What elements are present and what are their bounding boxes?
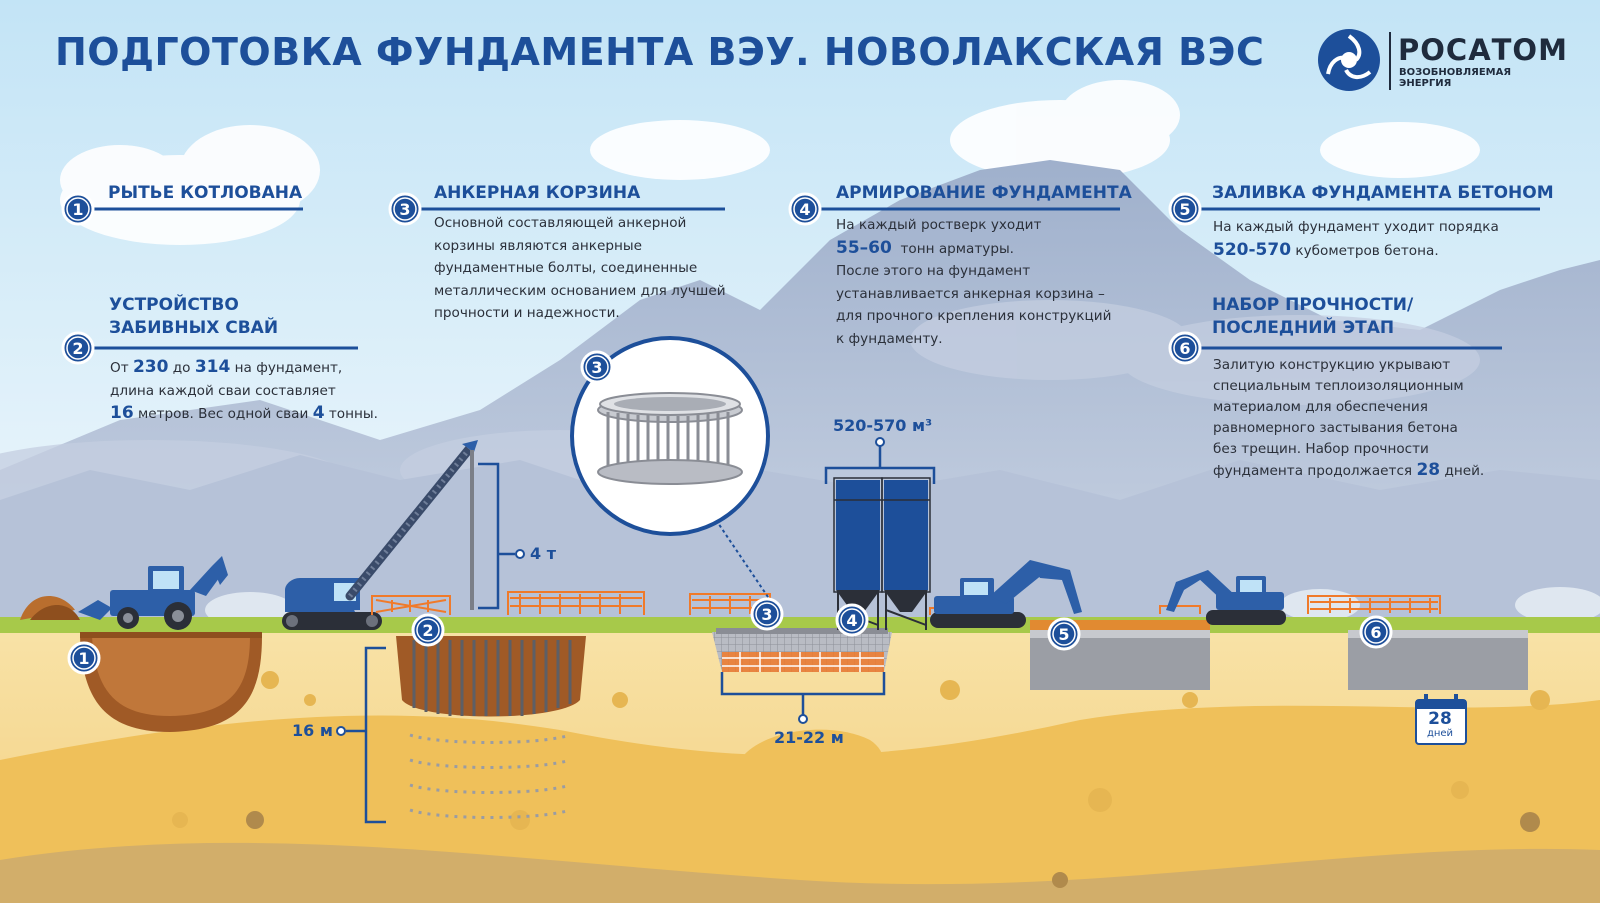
step-1-heading: РЫТЬЕ КОТЛОВАНА [108,183,303,203]
pile-depth-label: 16 м [292,721,333,740]
scene-marker-6: 6 [1370,623,1381,642]
calendar-days-label: дней [1426,728,1454,739]
foundation-width-label: 21-22 м [774,728,844,747]
step-6-heading: НАБОР ПРОЧНОСТИ/ПОСЛЕДНИЙ ЭТАП [1212,295,1414,338]
step-2-badge: 2 [72,339,83,358]
clouds [60,80,1480,245]
page-title: ПОДГОТОВКА ФУНДАМЕНТА ВЭУ. НОВОЛАКСКАЯ В… [55,30,1265,74]
calendar-icon [1415,694,1467,745]
scene-marker-1: 1 [78,649,89,668]
concrete-volume-label: 520-570 м³ [833,416,933,435]
scene-marker-3: 3 [761,605,772,624]
piles [412,640,572,716]
step-badges: 1 2 3 4 5 6 1 2 3 4 5 6 3 [61,192,1393,675]
step-4-badge: 4 [799,200,810,219]
soil-bottom [0,842,1600,903]
concrete-pad-6 [1348,630,1528,690]
scene-marker-4: 4 [846,611,857,630]
concrete-silos [833,477,931,630]
excavator-5 [930,560,1082,628]
excavation-site [20,596,262,732]
backhoe-loader [78,556,228,630]
pile-driver [282,440,478,630]
step-5-body: На каждый фундамент уходит порядка 520-5… [1213,219,1499,260]
heading-underlines [78,207,1540,350]
step-1-badge: 1 [72,200,83,219]
step-4-body: На каждый ростверк уходит 55–60 тонн арм… [836,217,1112,347]
step-3-badge: 3 [399,200,410,219]
anchor-basket-zoom [570,336,770,536]
soil-stones [172,671,1550,830]
scene-marker-2: 2 [422,621,433,640]
step-6-badge: 6 [1179,339,1190,358]
excavator-6 [1166,570,1286,625]
step-4-heading: АРМИРОВАНИЕ ФУНДАМЕНТА [836,183,1132,203]
rosatom-logo-icon [1318,29,1391,91]
pile-weight-label: 4 т [530,544,556,563]
step-3-heading: АНКЕРНАЯ КОРЗИНА [434,183,641,203]
pile-pit [396,636,586,819]
calendar-days-number: 28 [1428,709,1452,729]
scene-marker-5: 5 [1058,625,1069,644]
zoom-marker-3: 3 [591,358,602,377]
brand-name: РОСАТОМ [1398,33,1568,67]
dimension-lines [346,446,936,824]
step-5-badge: 5 [1179,200,1190,219]
rebar-foundation [712,628,892,672]
step-2-body: От 230 до 314 на фундамент, длина каждой… [110,357,378,423]
step-5-heading: ЗАЛИВКА ФУНДАМЕНТА БЕТОНОМ [1212,183,1554,203]
